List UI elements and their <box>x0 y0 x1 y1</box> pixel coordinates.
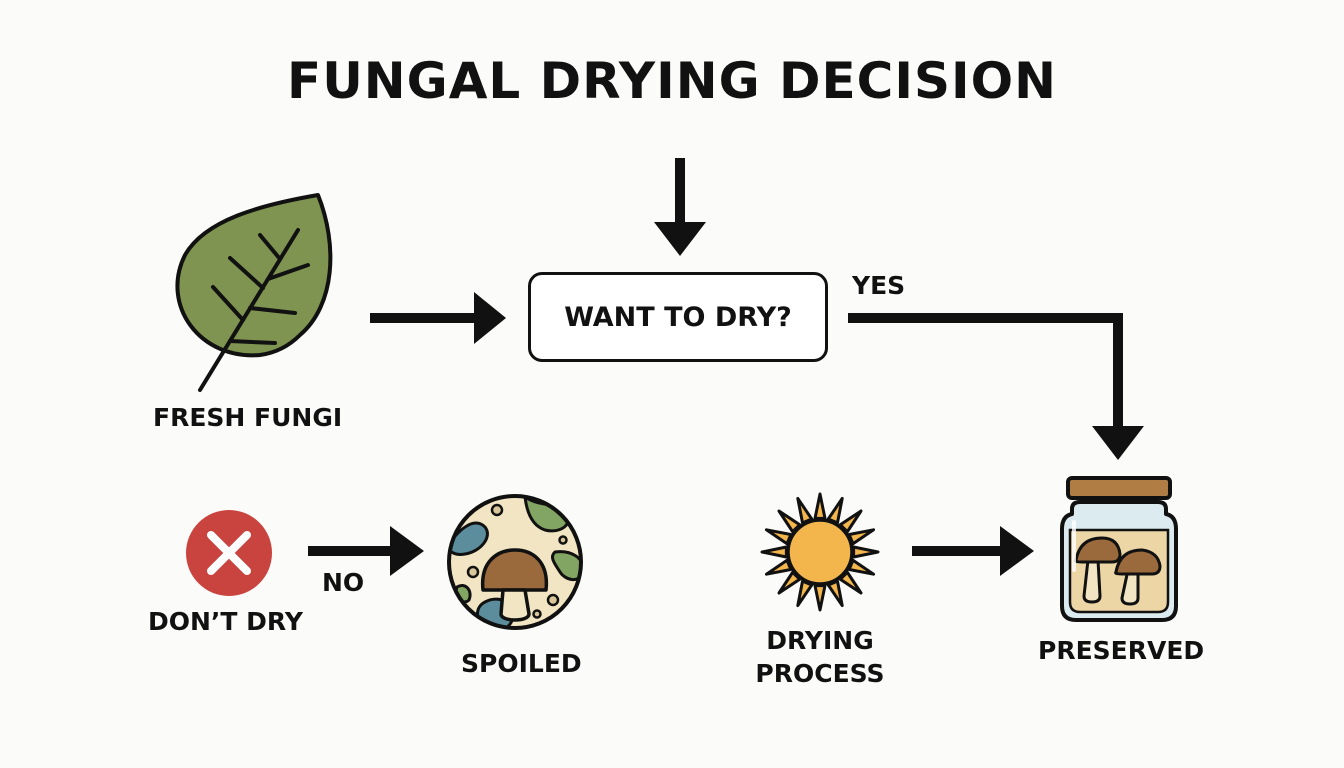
leaf-icon <box>175 193 333 392</box>
sun-ray <box>847 558 876 576</box>
drying-label-line2: PROCESS <box>755 659 885 688</box>
sun-ray <box>764 558 793 576</box>
arrowhead-right-spoiled <box>390 526 424 576</box>
sun-ray <box>852 545 880 559</box>
decision-question: WANT TO DRY? <box>564 301 792 333</box>
spoiled-mushroom-icon <box>447 494 583 630</box>
branch-label-yes: YES <box>852 271 906 300</box>
x-circle-icon <box>186 510 272 596</box>
sun-ray <box>760 545 788 559</box>
drying-label-line1: DRYING <box>766 626 874 655</box>
drying-process-label: DRYING PROCESS <box>740 624 900 690</box>
arrow-yes-to-preserved <box>848 313 1123 428</box>
decision-box: WANT TO DRY? <box>528 272 828 362</box>
sun-ray <box>826 579 844 608</box>
diagram-title: FUNGAL DRYING DECISION <box>287 52 1057 110</box>
spoiled-label: SPOILED <box>461 649 582 678</box>
dont-dry-label: DON’T DRY <box>148 607 303 636</box>
sun-ray <box>813 584 827 612</box>
sun-ray <box>796 496 814 525</box>
fresh-fungi-label: FRESH FUNGI <box>153 403 343 432</box>
branch-label-no: NO <box>322 568 365 597</box>
arrowhead-down-decision <box>654 222 706 256</box>
sun-ray <box>796 579 814 608</box>
sun-icon <box>760 492 880 612</box>
arrowhead-right-preserved <box>1000 526 1034 576</box>
preserved-label: PRESERVED <box>1038 636 1205 665</box>
sun-ray <box>847 528 876 546</box>
arrowhead-right-decision <box>474 292 506 344</box>
sun-ray <box>813 492 827 520</box>
arrowhead-down-preserved <box>1092 426 1144 460</box>
sun-ray <box>826 496 844 525</box>
jar-icon <box>1060 476 1178 622</box>
sun-ray <box>764 528 793 546</box>
